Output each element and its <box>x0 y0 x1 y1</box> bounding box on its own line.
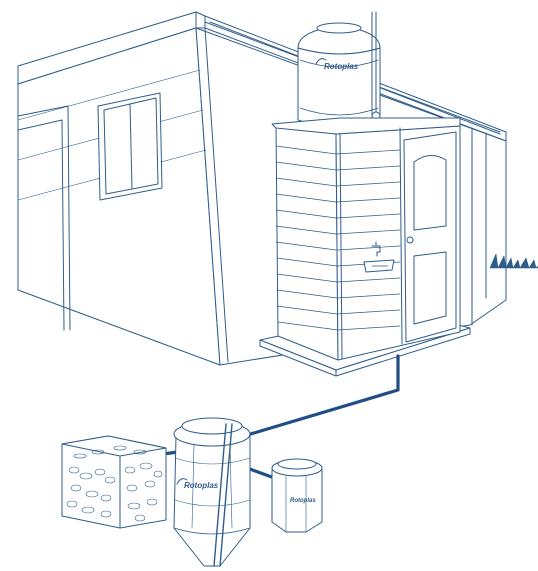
water-tank-body <box>298 48 380 128</box>
house-window <box>98 93 162 200</box>
infiltration-bed <box>62 436 166 528</box>
sludge-registry: Rotoplas <box>272 459 322 532</box>
drain-pipes <box>132 356 398 480</box>
booth-door <box>404 132 456 342</box>
sanitary-booth <box>260 118 470 376</box>
water-tank: Rotoplas <box>298 12 380 128</box>
biodigester-body <box>174 436 250 566</box>
biodigester: Rotoplas <box>174 418 250 566</box>
biodigester-brand: Rotoplas <box>184 481 219 490</box>
registry-brand: Rotoplas <box>290 498 316 504</box>
water-tank-brand: Rotoplas <box>324 62 359 71</box>
